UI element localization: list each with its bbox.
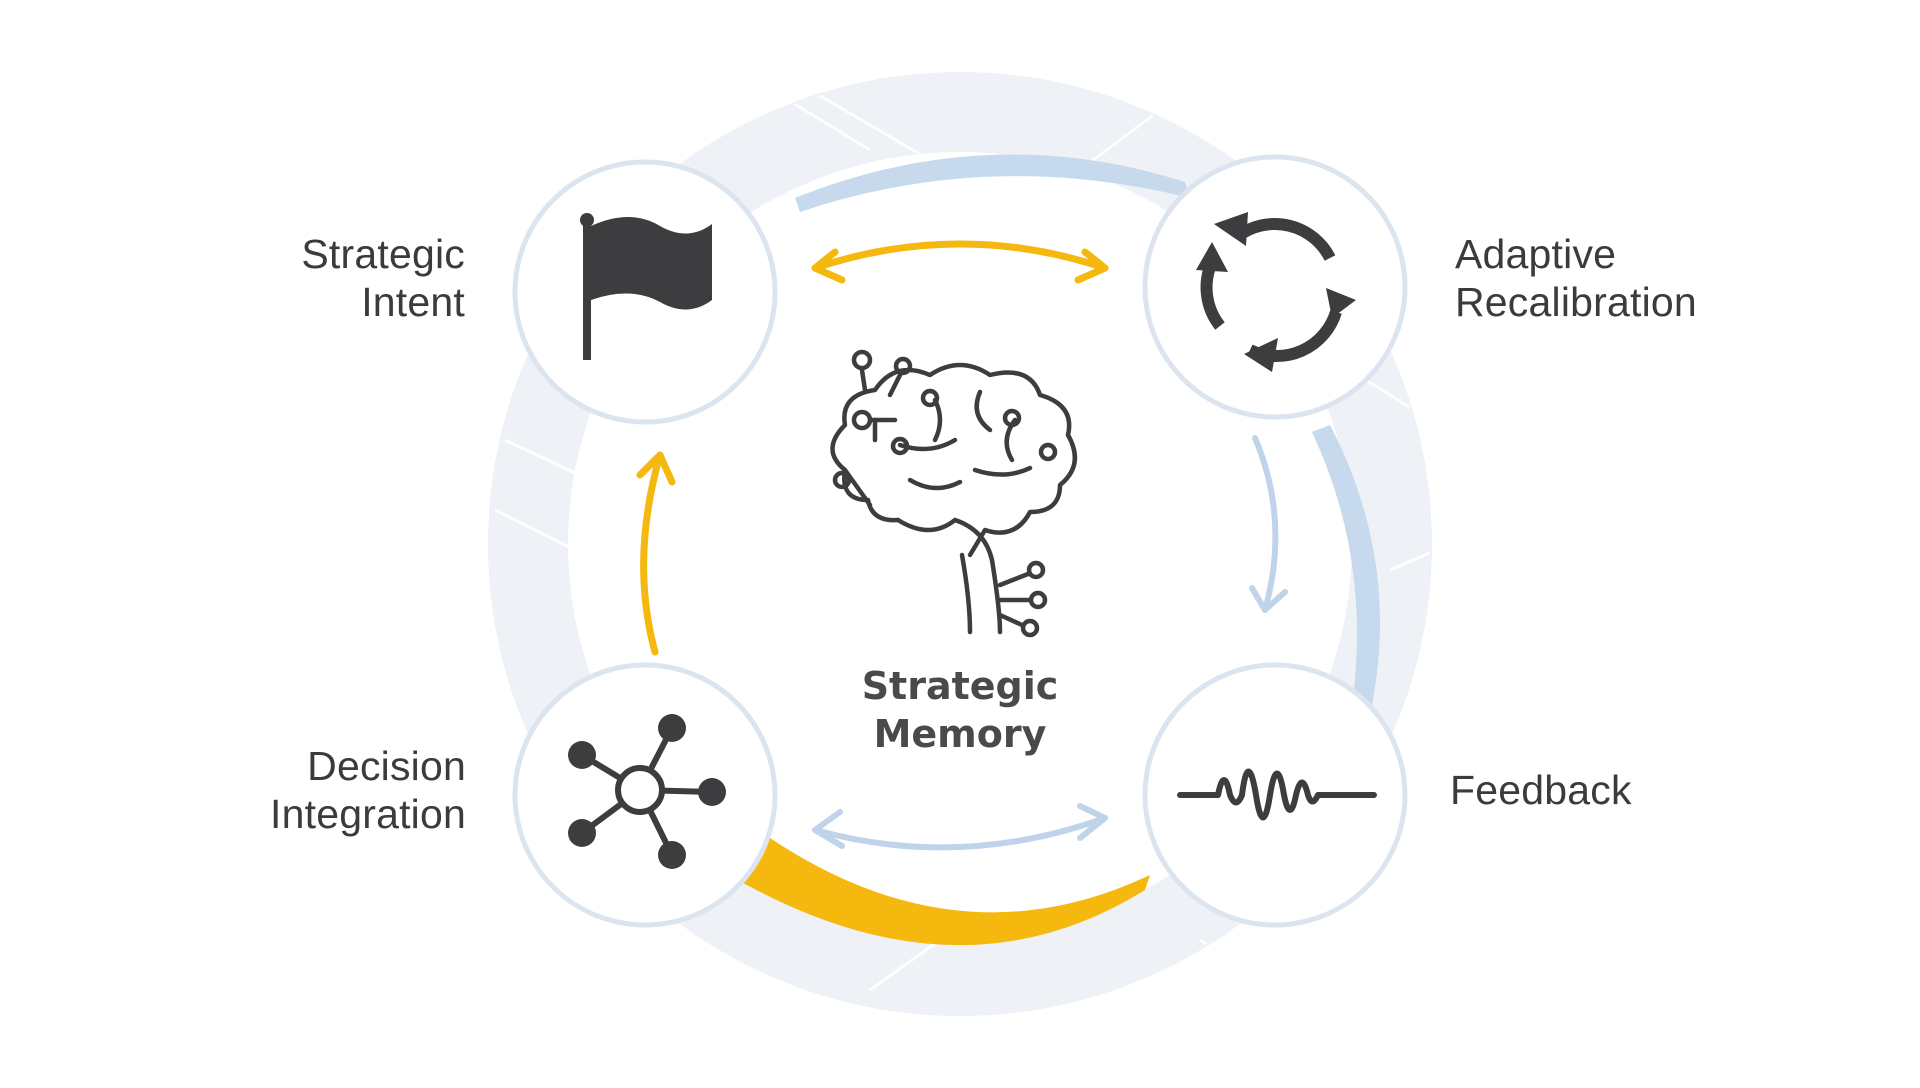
flag-icon: [580, 213, 712, 360]
arrow-recalibration-to-feedback: [1249, 435, 1288, 613]
label-strategic-intent-line2: Intent: [361, 279, 465, 325]
node-decision-integration[interactable]: [512, 662, 778, 928]
label-adaptive-recalibration-line2: Recalibration: [1455, 279, 1697, 325]
node-adaptive-recalibration[interactable]: [1142, 154, 1408, 420]
label-decision-integration-line2: Integration: [270, 791, 466, 837]
right-swoosh: [1312, 425, 1380, 705]
label-decision-integration-line1: Decision: [307, 743, 466, 789]
arrow-intent-to-recalibration: [811, 240, 1109, 284]
refresh-arrowheads: [1196, 212, 1356, 372]
label-decision-integration: Decision Integration: [200, 742, 466, 838]
network-hub-icon: [568, 714, 726, 869]
arrow-integration-to-intent: [636, 451, 676, 656]
label-adaptive-recalibration: Adaptive Recalibration: [1455, 230, 1775, 326]
brain-circuit-icon: [830, 349, 1078, 638]
label-adaptive-recalibration-line1: Adaptive: [1455, 231, 1617, 277]
top-swoosh: [795, 154, 1190, 212]
center-title-line1: Strategic: [861, 664, 1059, 708]
node-strategic-intent[interactable]: [512, 159, 778, 425]
bottom-gold-swoosh: [738, 838, 1150, 946]
center-title-line2: Memory: [873, 712, 1047, 756]
node-feedback[interactable]: [1142, 662, 1408, 928]
waveform-icon: [1177, 768, 1377, 821]
label-strategic-intent-line1: Strategic: [301, 231, 465, 277]
center-title: Strategic Memory: [820, 662, 1100, 758]
label-feedback-line1: Feedback: [1450, 767, 1632, 813]
label-strategic-intent: Strategic Intent: [235, 230, 465, 326]
arrow-feedback-to-integration: [812, 803, 1108, 851]
label-feedback: Feedback: [1450, 766, 1700, 814]
